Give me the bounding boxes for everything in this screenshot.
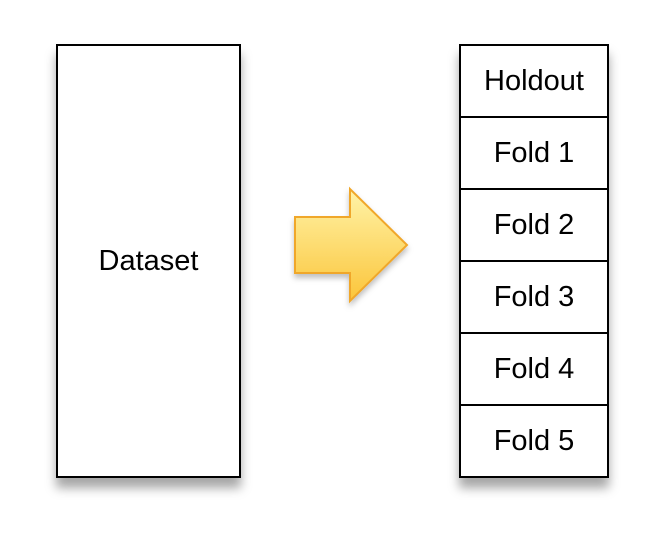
right-arrow-icon bbox=[294, 186, 409, 304]
partition-label: Fold 1 bbox=[493, 136, 575, 169]
partition-label: Holdout bbox=[484, 64, 584, 97]
partition-holdout: Holdout bbox=[461, 46, 607, 118]
partition-label: Fold 2 bbox=[493, 208, 575, 241]
dataset-box: Dataset bbox=[56, 44, 241, 478]
partition-fold-3: Fold 3 bbox=[461, 262, 607, 334]
folds-stack: Holdout Fold 1 Fold 2 Fold 3 Fold 4 Fold… bbox=[459, 44, 609, 478]
partition-fold-5: Fold 5 bbox=[461, 406, 607, 476]
partition-fold-4: Fold 4 bbox=[461, 334, 607, 406]
partition-label: Fold 3 bbox=[493, 280, 575, 313]
partition-fold-1: Fold 1 bbox=[461, 118, 607, 190]
partition-label: Fold 5 bbox=[493, 424, 575, 457]
partition-label: Fold 4 bbox=[493, 352, 575, 385]
partition-fold-2: Fold 2 bbox=[461, 190, 607, 262]
dataset-label: Dataset bbox=[98, 244, 199, 277]
